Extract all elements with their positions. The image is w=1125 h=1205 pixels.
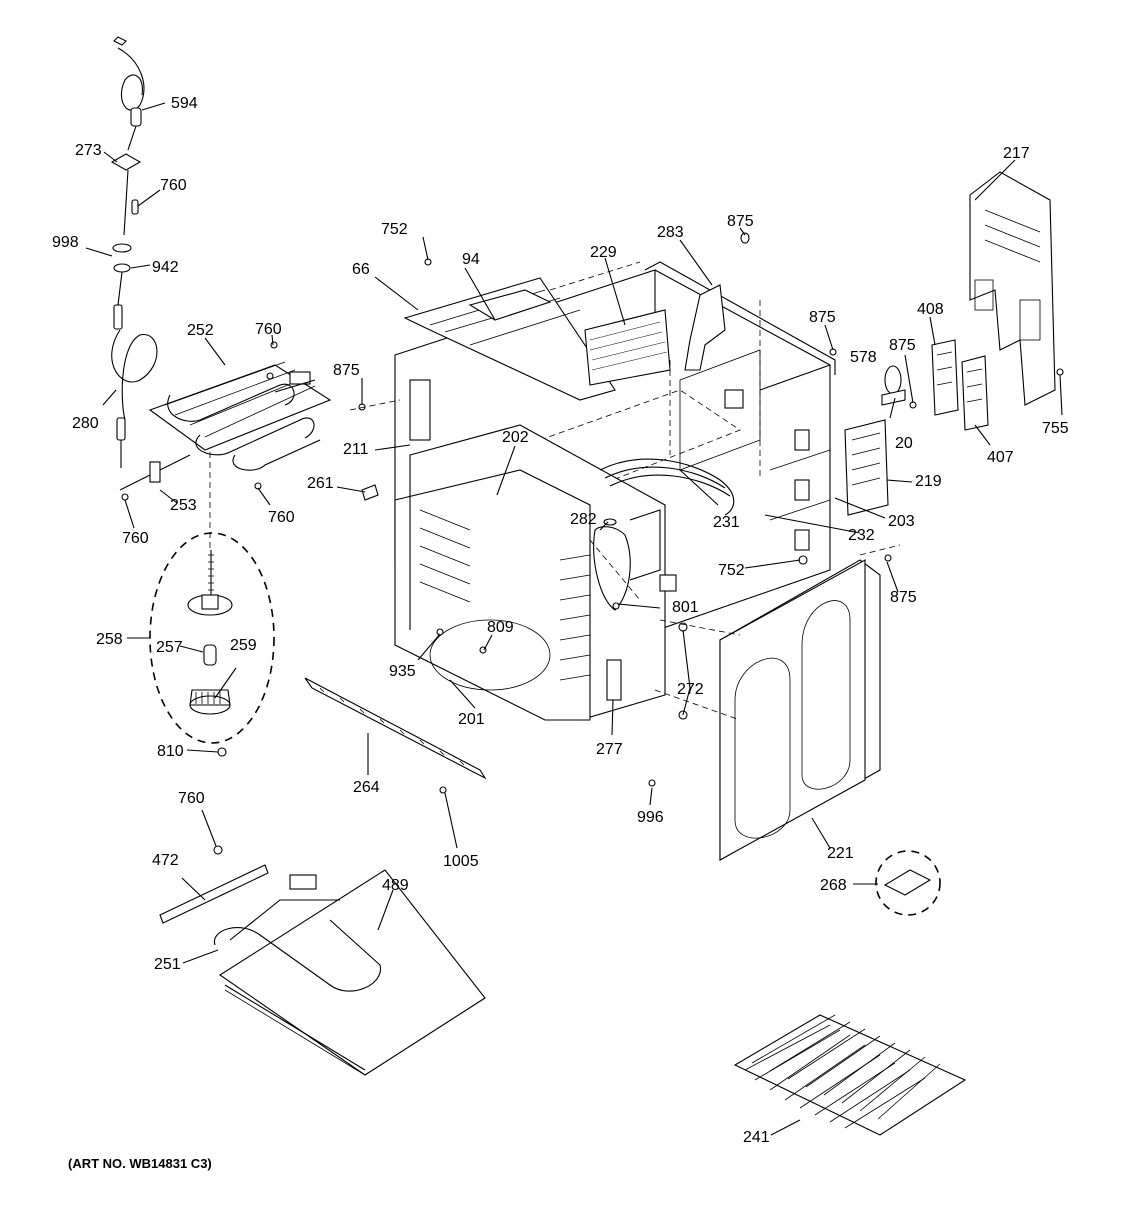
guide-lines — [209, 261, 901, 721]
callout-578: 578 — [850, 349, 877, 366]
callout-282: 282 — [570, 511, 597, 528]
callout-752-a: 752 — [381, 221, 408, 238]
callout-229: 229 — [590, 244, 617, 261]
top-vent — [403, 277, 616, 401]
callout-760-b: 760 — [255, 321, 282, 338]
callout-472: 472 — [152, 852, 179, 869]
callout-272: 272 — [677, 681, 704, 698]
callout-594: 594 — [171, 95, 198, 112]
callout-232: 232 — [848, 527, 875, 544]
callout-755: 755 — [1042, 420, 1069, 437]
leader-lines — [85, 102, 1063, 1136]
front-frame — [719, 559, 881, 861]
callout-280: 280 — [72, 415, 99, 432]
callout-221: 221 — [827, 845, 854, 862]
callout-labels: 594 273 760 998 942 280 252 760 760 253 … — [52, 95, 1069, 1146]
hardware — [270, 258, 1064, 787]
callout-875-d: 875 — [889, 337, 916, 354]
callout-258: 258 — [96, 631, 123, 648]
callout-996: 996 — [637, 809, 664, 826]
callout-94: 94 — [462, 251, 480, 268]
callout-760-e: 760 — [178, 790, 205, 807]
callout-261: 261 — [307, 475, 334, 492]
callout-252: 252 — [187, 322, 214, 339]
oven-rack — [733, 1014, 967, 1136]
callout-264: 264 — [353, 779, 380, 796]
wire-harness — [593, 458, 735, 611]
callout-202: 202 — [502, 429, 529, 446]
callout-273: 273 — [75, 142, 102, 159]
callout-257: 257 — [156, 639, 183, 656]
callout-203: 203 — [888, 513, 915, 530]
callout-201: 201 — [458, 711, 485, 728]
callout-259: 259 — [230, 637, 257, 654]
callout-251: 251 — [154, 956, 181, 973]
callout-20: 20 — [895, 435, 913, 452]
insulation-duct — [584, 232, 750, 386]
callout-211: 211 — [343, 441, 369, 458]
callout-801: 801 — [672, 599, 699, 616]
callout-760-a: 760 — [160, 177, 187, 194]
callout-253: 253 — [170, 497, 197, 514]
callout-760-d: 760 — [122, 530, 149, 547]
art-number-note: (ART NO. WB14831 C3) — [68, 1156, 212, 1171]
callout-809: 809 — [487, 619, 514, 636]
callout-752-b: 752 — [718, 562, 745, 579]
callout-942: 942 — [152, 259, 179, 276]
callout-810: 810 — [157, 743, 184, 760]
side-panels — [844, 171, 1056, 516]
callout-998: 998 — [52, 234, 79, 251]
callout-283: 283 — [657, 224, 684, 241]
callout-875-a: 875 — [333, 362, 360, 379]
callout-760-c: 760 — [268, 509, 295, 526]
callout-489: 489 — [382, 877, 409, 894]
broil-element — [119, 361, 332, 501]
callout-231: 231 — [713, 514, 740, 531]
callout-1005: 1005 — [443, 853, 479, 870]
callout-407: 407 — [987, 449, 1014, 466]
door-latch — [875, 850, 941, 916]
callout-875-b: 875 — [727, 213, 754, 230]
callout-935: 935 — [389, 663, 416, 680]
oven-liner — [394, 424, 677, 721]
callout-408: 408 — [917, 301, 944, 318]
bake-element — [159, 845, 486, 1076]
side-rail — [304, 677, 487, 794]
callout-66: 66 — [352, 261, 370, 278]
sensor-assembly — [110, 36, 158, 468]
callout-875-e: 875 — [890, 589, 917, 606]
callout-268: 268 — [820, 877, 847, 894]
callout-219: 219 — [915, 473, 942, 490]
callout-875-c: 875 — [809, 309, 836, 326]
callout-241: 241 — [743, 1129, 770, 1146]
callout-277: 277 — [596, 741, 623, 758]
callout-217: 217 — [1003, 145, 1030, 162]
